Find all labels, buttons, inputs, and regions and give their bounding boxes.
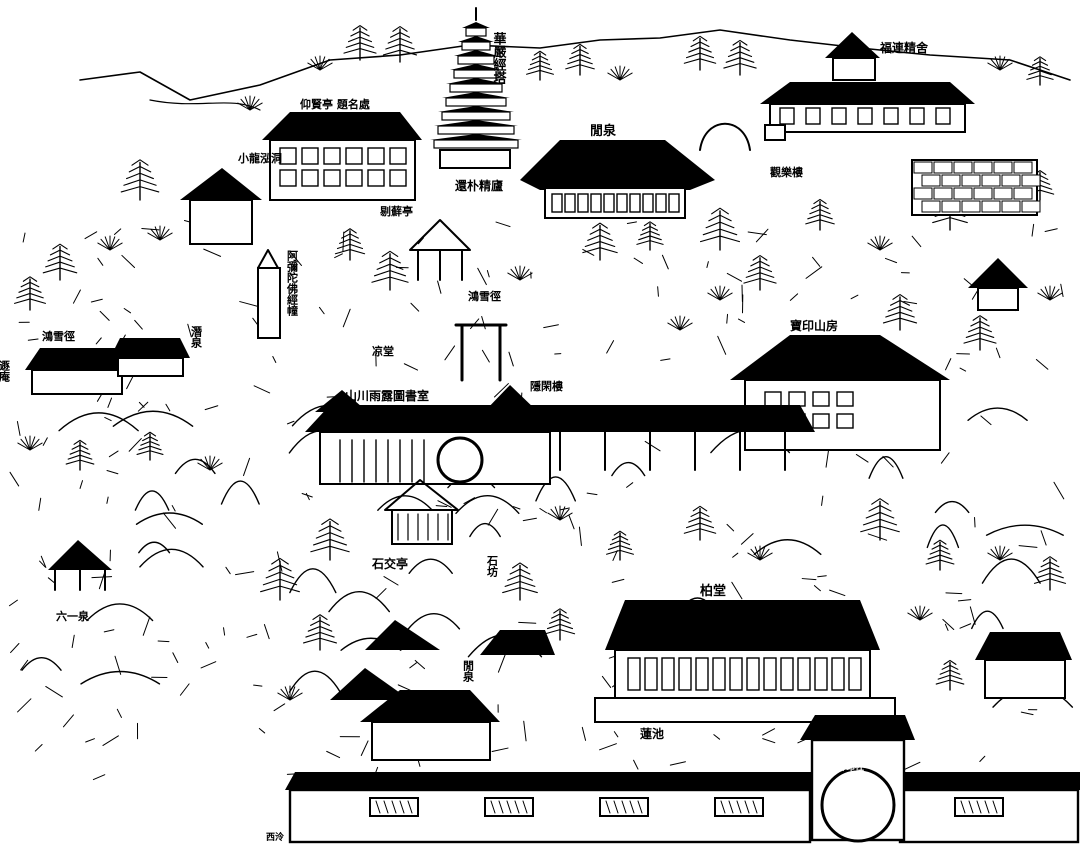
right-small-pavilion	[968, 258, 1028, 311]
mid-pavilion	[409, 219, 471, 281]
upper-left-hall	[262, 112, 422, 201]
stone-archway	[454, 323, 508, 382]
top-right-hall	[699, 32, 975, 151]
upper-center-hall	[520, 140, 715, 219]
stone-wall-right	[911, 159, 1041, 216]
huayan-pagoda	[430, 7, 522, 169]
octagonal-pavilion	[384, 479, 459, 545]
central-corridor	[305, 385, 815, 485]
bottom-left-buildings	[330, 620, 555, 761]
rock-hatching	[8, 220, 1074, 791]
right-hall	[730, 335, 950, 451]
bottom-boundary-wall	[285, 715, 1080, 844]
stele-pillar	[257, 249, 281, 339]
right-bottom-hall	[975, 632, 1072, 699]
tree-clusters	[13, 25, 1067, 701]
left-halls	[25, 338, 190, 395]
bottom-left-pavilion	[48, 540, 112, 591]
small-left-pavilion	[180, 168, 262, 245]
bottom-hall	[594, 600, 896, 723]
